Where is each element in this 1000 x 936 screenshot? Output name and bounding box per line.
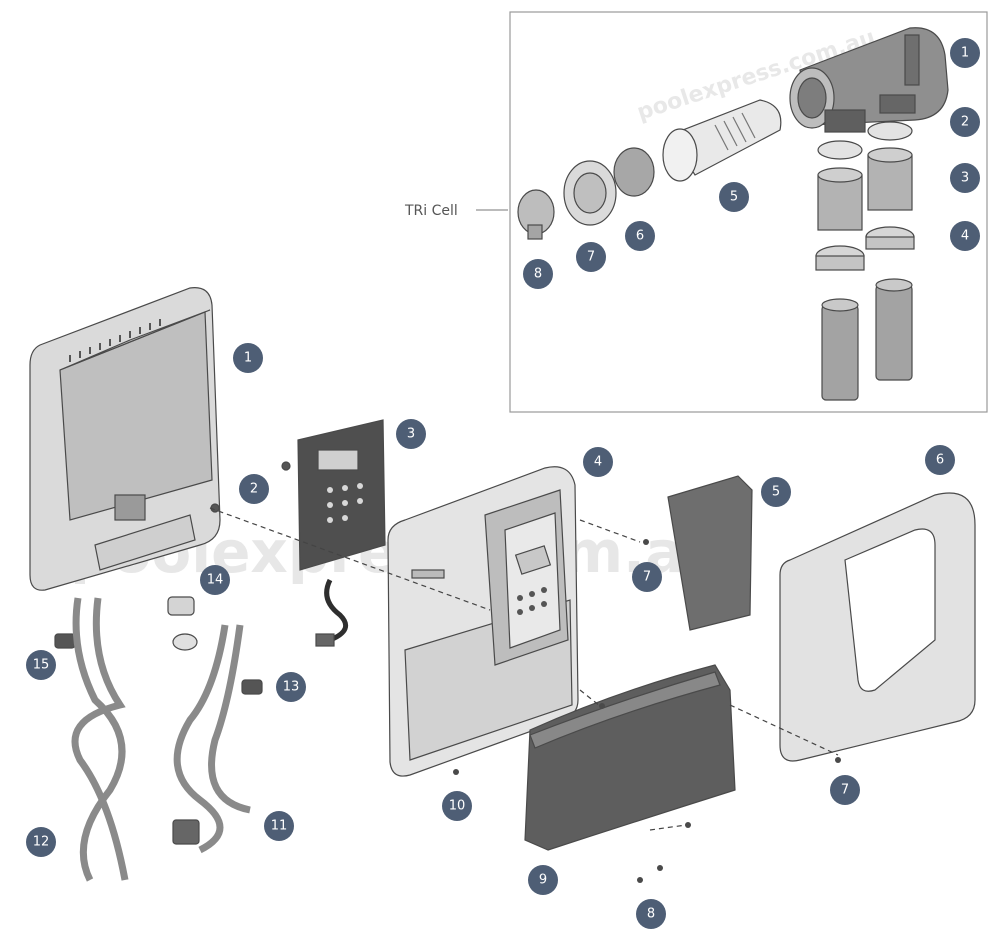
badge-3: 3 (396, 419, 426, 449)
lower-cover (524, 664, 736, 851)
inset-o-rings (817, 121, 913, 160)
power-plug (172, 819, 200, 845)
svg-text:10: 10 (449, 799, 466, 814)
inset-disc-seal (613, 147, 655, 197)
inset-lock-ring (563, 160, 617, 226)
inset-unions (817, 147, 913, 231)
svg-text:3: 3 (407, 427, 415, 442)
tri-cell-callout-label: TRi Cell (404, 203, 458, 219)
badge-15: 15 (26, 650, 56, 680)
svg-text:4: 4 (594, 455, 602, 470)
terminal-cover (667, 475, 753, 631)
tri-cell-callout: TRi Cell (404, 203, 508, 219)
badge-4: 4 (583, 447, 613, 477)
cover-screws (453, 539, 841, 883)
inset-badge-6: 6 (625, 221, 655, 251)
svg-text:1: 1 (961, 46, 969, 61)
badge-12: 12 (26, 827, 56, 857)
badge-9: 9 (528, 865, 558, 895)
inset-cap (517, 189, 555, 240)
svg-text:6: 6 (636, 229, 644, 244)
power-cable-coil (173, 624, 251, 854)
svg-text:7: 7 (841, 783, 849, 798)
svg-text:14: 14 (207, 573, 224, 588)
svg-text:11: 11 (271, 819, 288, 834)
inset-badge-8: 8 (523, 259, 553, 289)
svg-text:2: 2 (961, 115, 969, 130)
inset-badge-3: 3 (950, 163, 980, 193)
badge-8: 8 (636, 899, 666, 929)
tri-cell-inset-frame (509, 11, 988, 413)
dc-cable-coil (71, 597, 129, 882)
svg-text:5: 5 (772, 485, 780, 500)
inset-badge-2: 2 (950, 107, 980, 137)
inset-badge-1: 1 (950, 38, 980, 68)
inset-badge-4: 4 (950, 221, 980, 251)
main-enclosure (387, 466, 579, 777)
inset-union-nuts (815, 226, 915, 271)
svg-text:6: 6 (936, 453, 944, 468)
badge-10: 10 (442, 791, 472, 821)
svg-text:5: 5 (730, 190, 738, 205)
svg-text:15: 15 (33, 658, 50, 673)
inset-cell-electrode (662, 99, 782, 182)
front-cover-frame (779, 492, 976, 762)
assembly-guide-lines (209, 507, 839, 831)
badge-7-lower: 7 (830, 775, 860, 805)
inset-badge-7: 7 (576, 242, 606, 272)
svg-text:2: 2 (250, 482, 258, 497)
inset-tail-pipes (821, 278, 913, 401)
svg-text:12: 12 (33, 835, 50, 850)
control-pcb (297, 419, 386, 647)
svg-text:9: 9 (539, 873, 547, 888)
badge-7-upper: 7 (632, 562, 662, 592)
badge-14: 14 (200, 565, 230, 595)
back-plate-transformer (29, 287, 221, 591)
svg-text:7: 7 (587, 250, 595, 265)
badge-5: 5 (761, 477, 791, 507)
cable-gland-left (54, 633, 76, 649)
svg-text:8: 8 (647, 907, 655, 922)
svg-text:13: 13 (283, 680, 300, 695)
badge-6: 6 (925, 445, 955, 475)
svg-text:4: 4 (961, 229, 969, 244)
svg-text:7: 7 (643, 570, 651, 585)
badge-2: 2 (239, 474, 269, 504)
inset-badge-5: 5 (719, 182, 749, 212)
badge-11: 11 (264, 811, 294, 841)
svg-text:1: 1 (244, 351, 252, 366)
fuse-holder (167, 596, 198, 651)
svg-text:8: 8 (534, 267, 542, 282)
inset-cell-housing (789, 27, 949, 133)
cable-gland-right (241, 679, 263, 695)
badge-13: 13 (276, 672, 306, 702)
svg-text:3: 3 (961, 171, 969, 186)
badge-1: 1 (233, 343, 263, 373)
mounting-screws (210, 461, 291, 513)
